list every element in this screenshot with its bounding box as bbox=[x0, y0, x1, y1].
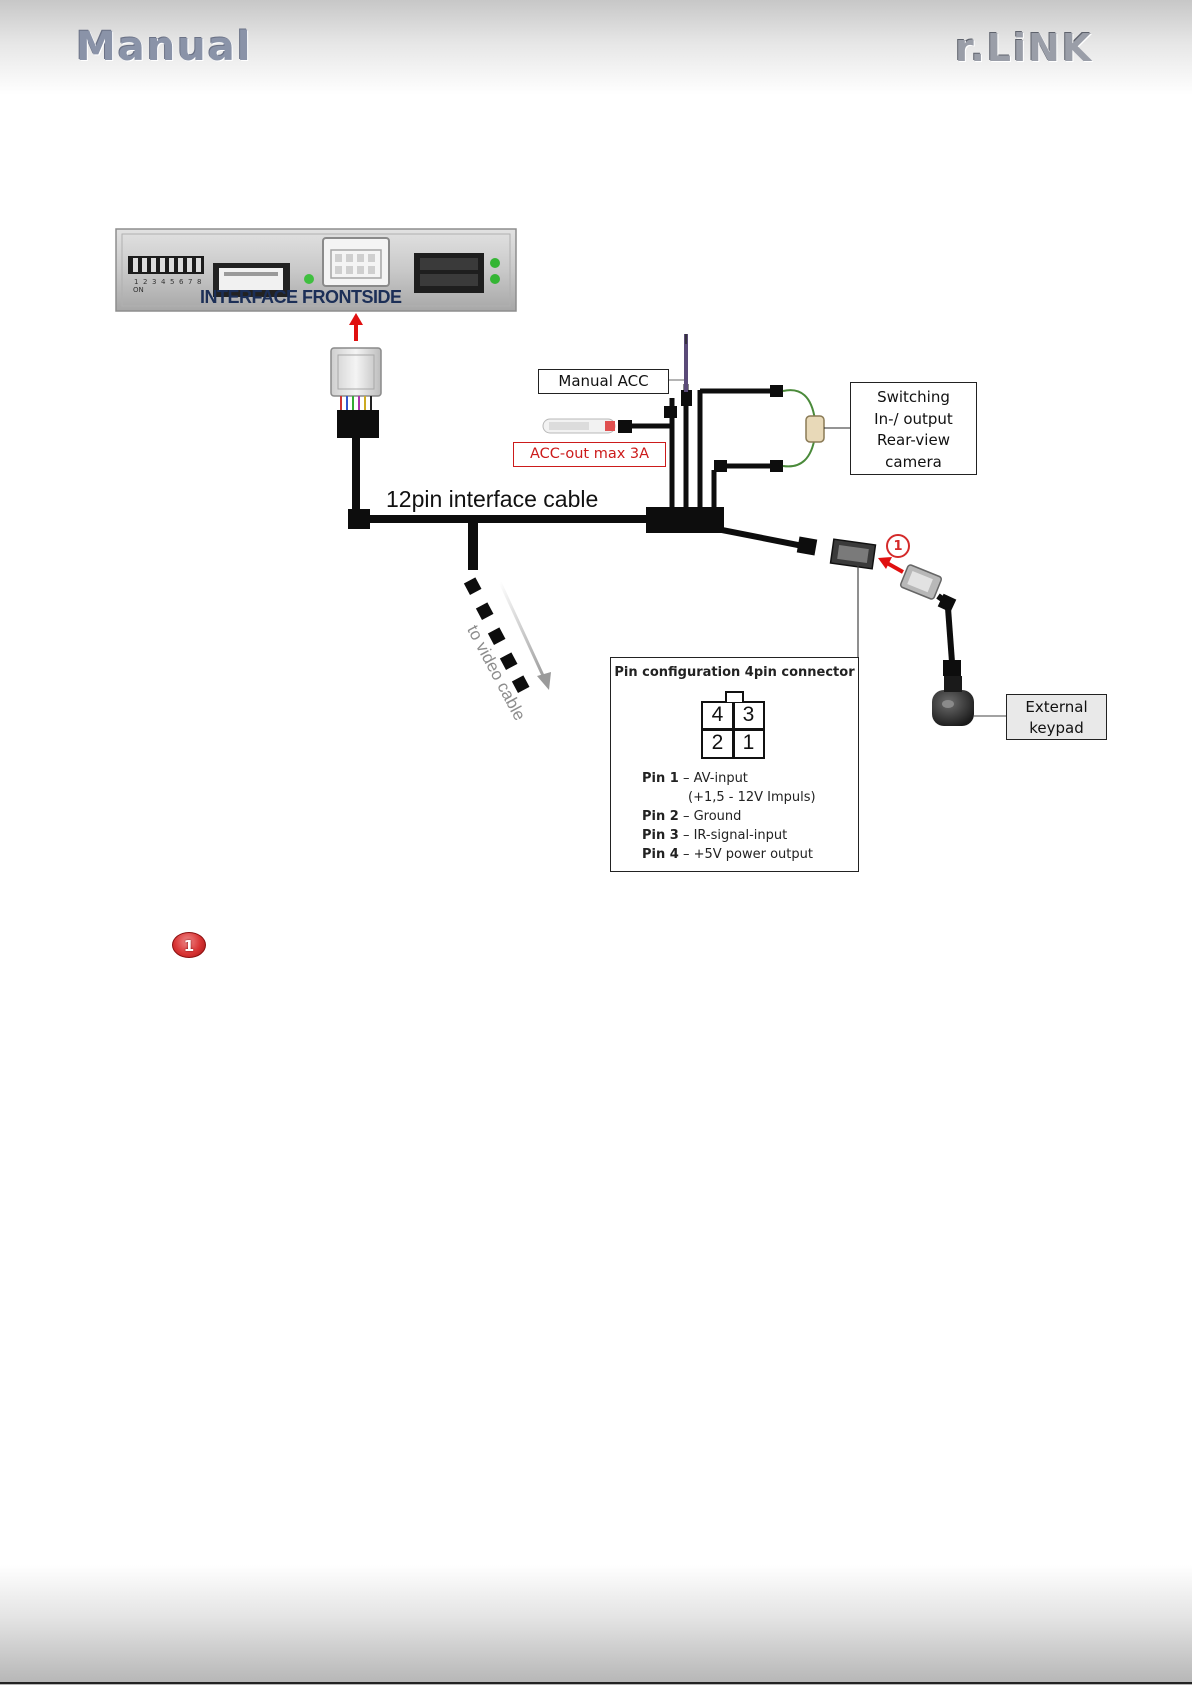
rlink-logo: r.LiNK bbox=[955, 26, 1094, 70]
pin-config-box: Pin configuration 4pin connector 4 3 2 1… bbox=[610, 657, 859, 872]
dip-label-6: 6 bbox=[179, 278, 184, 286]
pin-line-3-pin: Pin 3 bbox=[642, 828, 679, 843]
dip-label-3: 3 bbox=[152, 278, 156, 286]
pin-line-2: Pin 2 – Ground bbox=[642, 809, 741, 824]
interface-module: 1 2 3 4 5 6 7 8 ON bbox=[115, 228, 517, 312]
switching-camera-label: Switching In-/ output Rear-view camera bbox=[850, 382, 977, 475]
acc-out-text: ACC-out max 3A bbox=[529, 446, 650, 462]
external-keypad-label: External keypad bbox=[1006, 694, 1107, 740]
manual-acc-lead bbox=[668, 334, 688, 392]
dip-label-4: 4 bbox=[161, 278, 166, 286]
keypad-line-1: External bbox=[1025, 698, 1088, 716]
switching-line-2: In-/ output bbox=[874, 409, 953, 428]
cable-title: 12pin interface cable bbox=[386, 486, 599, 512]
pin-line-1b-desc: (+1,5 - 12V Impuls) bbox=[688, 790, 816, 805]
pin-line-4-desc: – +5V power output bbox=[682, 847, 813, 862]
dip-label-7: 7 bbox=[188, 278, 192, 286]
manual-logo: Manual bbox=[76, 24, 253, 70]
pin-cell-2: 2 bbox=[711, 731, 724, 754]
pin-line-1-desc: – AV-input bbox=[682, 771, 748, 786]
external-keypad bbox=[932, 676, 974, 726]
acc-out-label: ACC-out max 3A bbox=[513, 442, 666, 467]
step-badge-diagram: 1 bbox=[886, 534, 910, 558]
right-connector bbox=[414, 253, 484, 293]
acc-out-pin bbox=[542, 418, 616, 434]
green-led-bottom bbox=[490, 274, 500, 284]
12pin-socket bbox=[322, 237, 390, 287]
pin-line-1-pin: Pin 1 bbox=[642, 771, 679, 786]
footer-band bbox=[0, 1565, 1192, 1685]
switching-line-4: camera bbox=[885, 452, 942, 471]
switching-line-3: Rear-view bbox=[877, 431, 950, 449]
insert-arrow-up bbox=[349, 313, 363, 341]
manual-acc-text: Manual ACC bbox=[558, 372, 649, 390]
video-cable-dashes bbox=[463, 577, 551, 693]
pin-config-title: Pin configuration 4pin connector bbox=[614, 665, 855, 680]
insert-arrow-left bbox=[878, 557, 904, 574]
keypad-plug bbox=[899, 564, 961, 676]
green-led-top bbox=[490, 258, 500, 268]
pin-line-1: Pin 1 – AV-input bbox=[642, 771, 748, 786]
pin-line-4: Pin 4 – +5V power output bbox=[642, 847, 813, 862]
pin-line-4-pin: Pin 4 bbox=[642, 847, 679, 862]
dip-label-2: 2 bbox=[143, 278, 147, 286]
pin-grid-divider-h bbox=[703, 728, 763, 731]
mini-connector bbox=[213, 263, 290, 297]
pin-line-3: Pin 3 – IR-signal-input bbox=[642, 828, 787, 843]
dip-label-1: 1 bbox=[134, 278, 138, 286]
step-badge-legend: 1 bbox=[172, 932, 206, 958]
pin-line-2-pin: Pin 2 bbox=[642, 809, 679, 824]
header-band bbox=[0, 0, 1192, 95]
pin-cell-3: 3 bbox=[742, 703, 755, 726]
main-harness bbox=[337, 384, 818, 570]
pin-line-2-desc: – Ground bbox=[682, 809, 742, 824]
pin-grid-tab bbox=[725, 691, 744, 702]
4pin-connector bbox=[829, 538, 877, 658]
interface-frontside-label: INTERFACE FRONTSIDE bbox=[200, 287, 402, 307]
dip-label-8: 8 bbox=[197, 278, 201, 286]
12pin-plug bbox=[330, 347, 382, 412]
keypad-line-2: keypad bbox=[1029, 719, 1084, 737]
switching-line-1: Switching bbox=[877, 388, 950, 406]
dip-switch-block bbox=[128, 256, 204, 274]
manual-acc-label: Manual ACC bbox=[538, 369, 669, 394]
footer-line bbox=[0, 1682, 1192, 1684]
dip-on-label: ON bbox=[133, 286, 144, 294]
pin-line-3-desc: – IR-signal-input bbox=[682, 828, 788, 843]
status-led bbox=[304, 274, 314, 284]
pin-cell-1: 1 bbox=[742, 731, 755, 754]
pin-grid: 4 3 2 1 bbox=[701, 691, 765, 759]
dip-label-5: 5 bbox=[170, 278, 174, 286]
pin-cell-4: 4 bbox=[711, 703, 724, 726]
pin-line-1b: (+1,5 - 12V Impuls) bbox=[688, 790, 816, 805]
camera-switch-wires bbox=[782, 389, 850, 468]
